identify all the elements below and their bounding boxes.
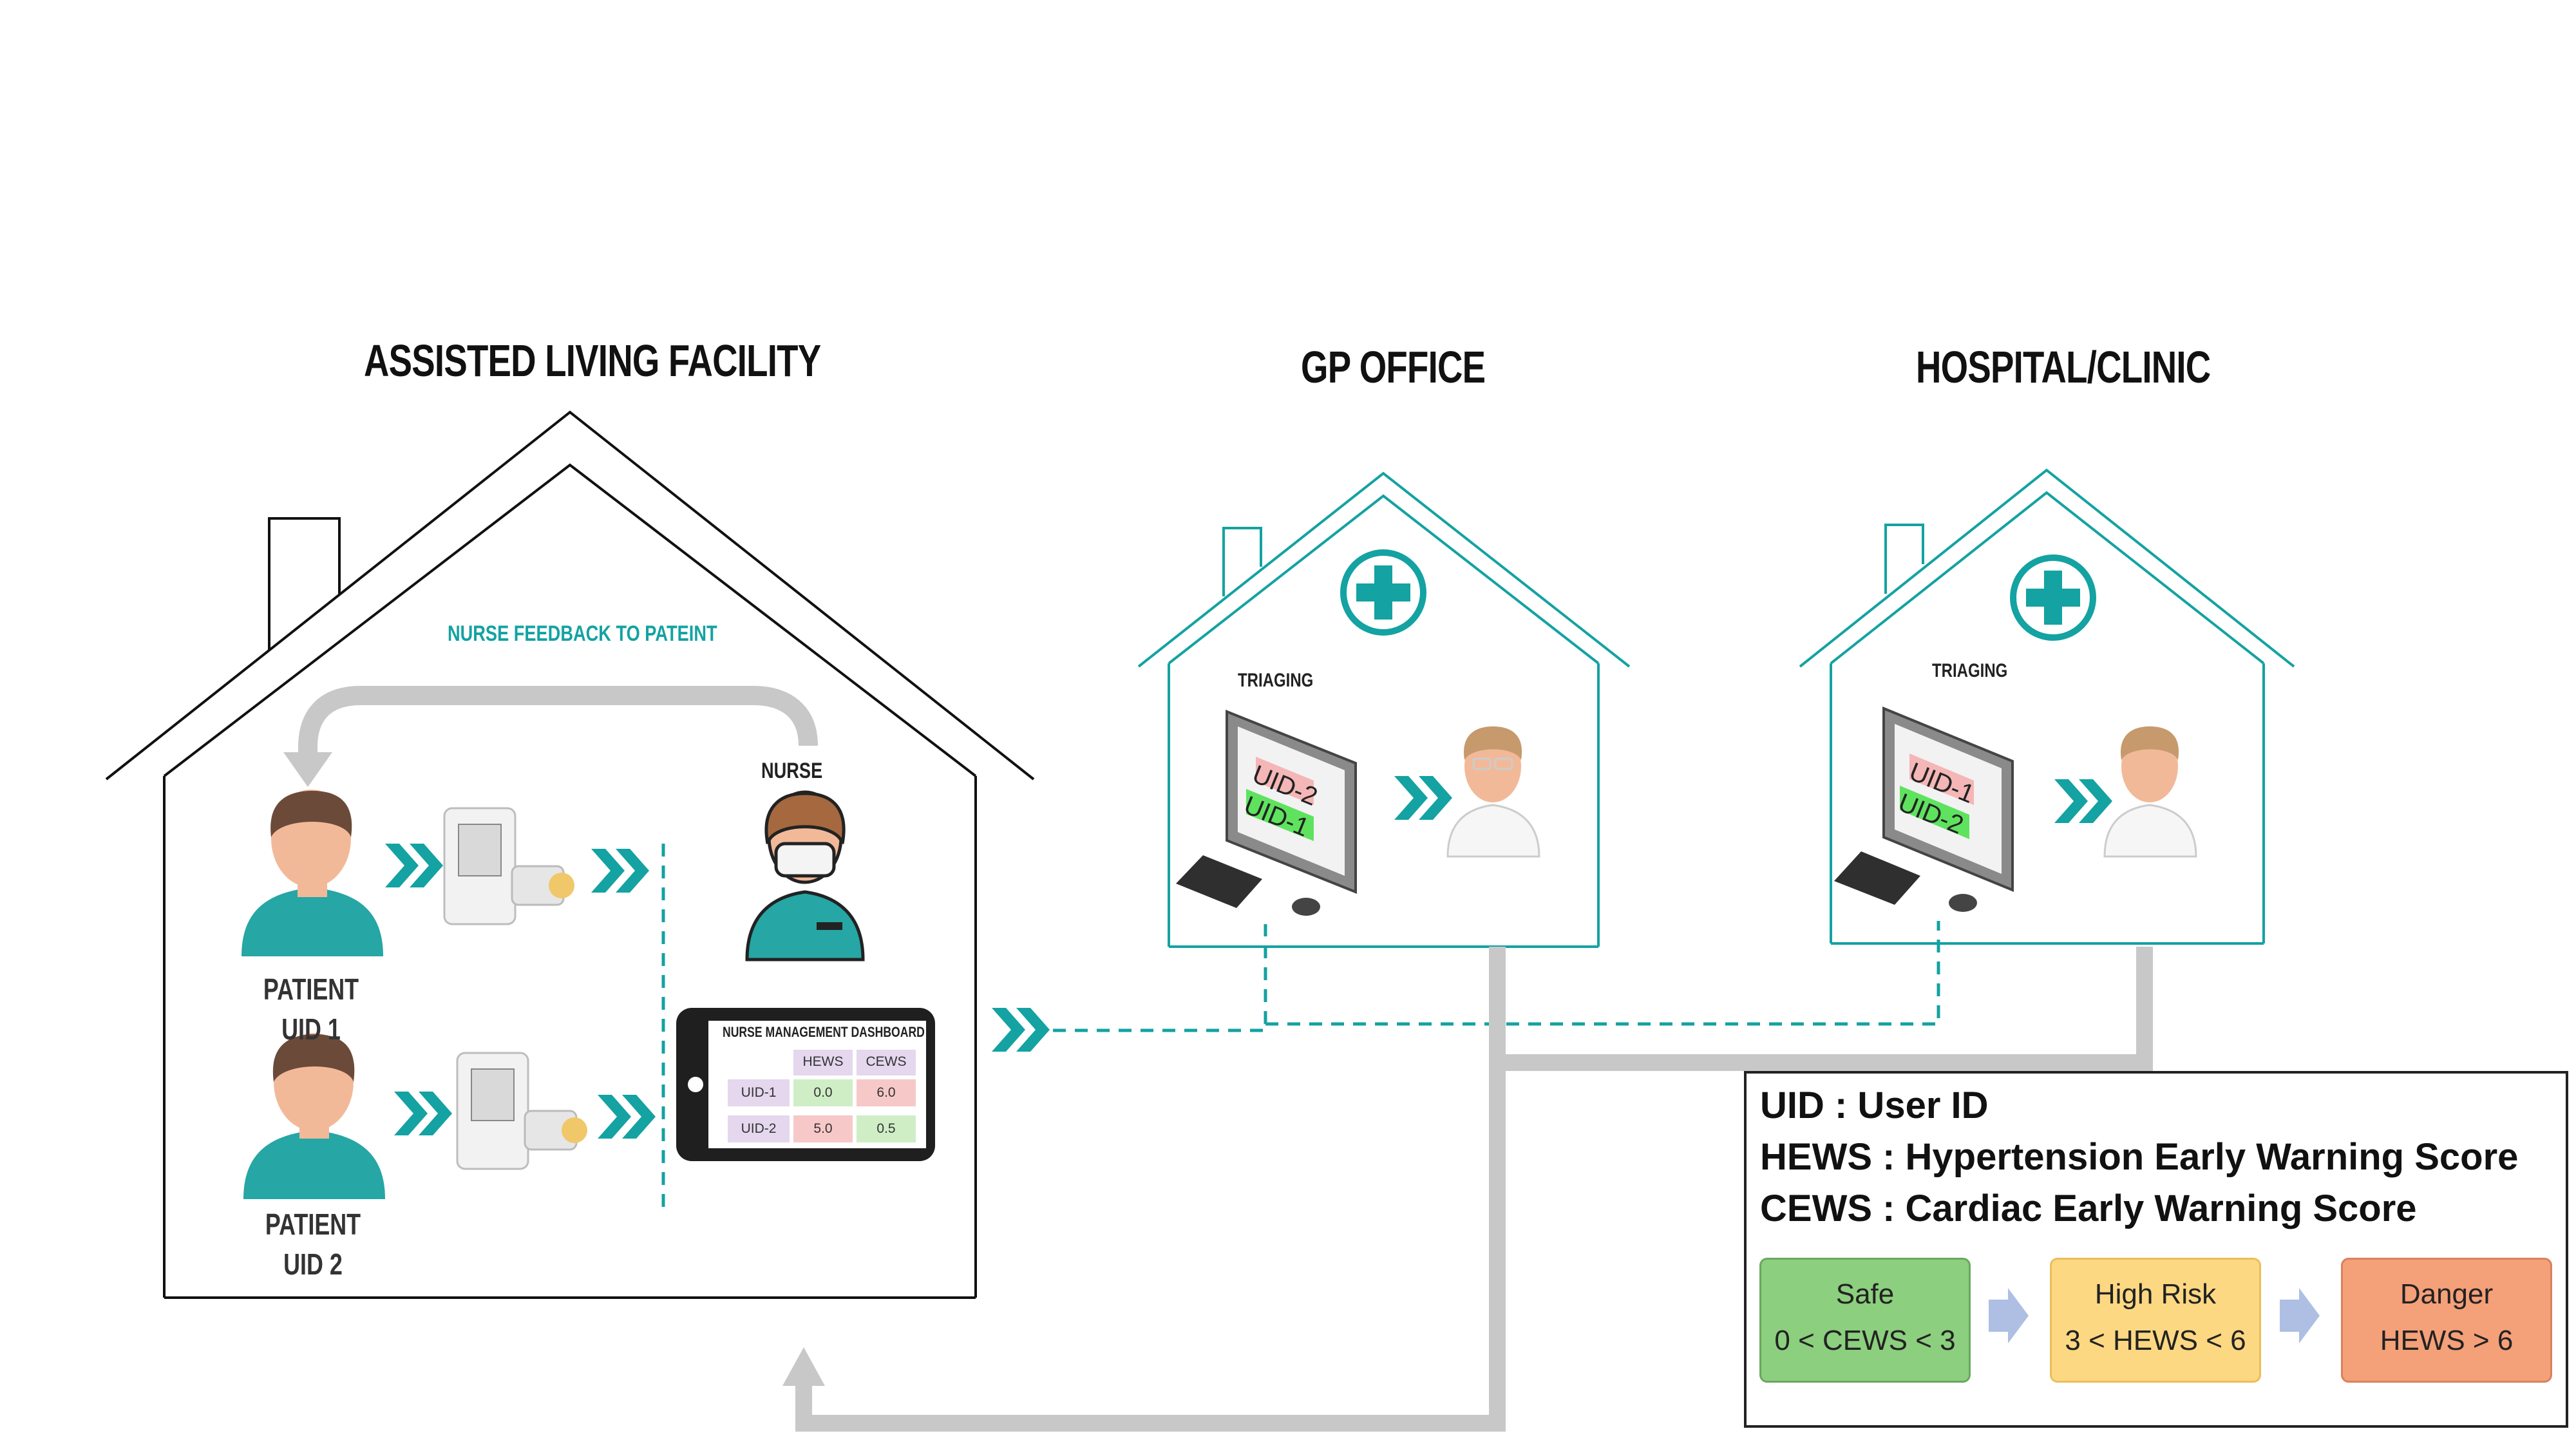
arrow-right-icon [2280, 1288, 2320, 1343]
hospital-house [1799, 468, 2295, 945]
gp-office-title: GP OFFICE [1301, 342, 1486, 392]
nurse-dashboard-tablet [676, 1008, 935, 1161]
feedback-arrow [283, 686, 818, 787]
hospital-triage-computer [1834, 706, 2014, 912]
dashboard-title: NURSE MANAGEMENT DASHBOARD [723, 1024, 925, 1040]
patient1-label: PATIENT UID 1 [256, 969, 366, 1049]
patient1-line1: PATIENT [263, 972, 359, 1006]
legend-line-cews: CEWS : Cardiac Early Warning Score [1760, 1188, 2417, 1229]
chevron-icon [385, 844, 443, 887]
legend-line-uid: UID : User ID [1760, 1084, 1989, 1126]
chevron-icon [1394, 776, 1452, 820]
feedback-label: NURSE FEEDBACK TO PATEINT [448, 621, 717, 646]
dashboard-row2-cews: 0.5 [876, 1121, 896, 1136]
dashboard-col-cews: CEWS [866, 1054, 907, 1069]
patient2-avatar [243, 1033, 385, 1199]
chevron-icon [992, 1008, 1050, 1052]
chevron-icon [591, 849, 649, 893]
gp-triage-computer [1176, 710, 1357, 916]
bp-monitor-2 [456, 1052, 587, 1170]
patient2-label: PATIENT UID 2 [258, 1204, 368, 1284]
dashboard-row1-cews: 6.0 [876, 1085, 896, 1100]
bp-monitor-1 [443, 807, 574, 925]
facility-house [105, 410, 1035, 1299]
danger-level-rule: HEWS > 6 [2380, 1325, 2514, 1356]
gp-office-house [1137, 471, 1631, 948]
arrow-right-icon [1989, 1288, 2029, 1343]
high-risk-level-rule: 3 < HEWS < 6 [2065, 1325, 2246, 1356]
dashboard-row2-uid: UID-2 [741, 1121, 777, 1136]
safe-level-name: Safe [1835, 1278, 1895, 1310]
hospital-triaging-label: TRIAGING [1932, 660, 2008, 681]
danger-level-box: Danger HEWS > 6 [2341, 1258, 2552, 1383]
facility-title: ASSISTED LIVING FACILITY [364, 336, 821, 386]
chevron-icon [394, 1092, 452, 1135]
nurse-avatar [745, 790, 865, 961]
legend-line-hews: HEWS : Hypertension Early Warning Score [1760, 1136, 2519, 1178]
return-arrow [782, 947, 2153, 1432]
nurse-label: NURSE [761, 759, 823, 783]
danger-level-name: Danger [2400, 1278, 2494, 1310]
dashboard-row1-hews: 0.0 [813, 1085, 833, 1100]
patient1-avatar [242, 790, 383, 956]
gp-doctor-avatar [1446, 726, 1540, 858]
dashboard-row2-hews: 5.0 [813, 1121, 833, 1136]
chevron-icon [598, 1095, 656, 1139]
hospital-title: HOSPITAL/CLINIC [1916, 342, 2211, 392]
safe-level-box: Safe 0 < CEWS < 3 [1759, 1258, 1971, 1383]
patient2-line2: UID 2 [283, 1247, 343, 1281]
gp-triaging-label: TRIAGING [1238, 670, 1314, 691]
high-risk-level-box: High Risk 3 < HEWS < 6 [2050, 1258, 2261, 1383]
patient1-line2: UID 1 [281, 1012, 341, 1046]
dashboard-col-hews: HEWS [802, 1054, 844, 1069]
safe-level-rule: 0 < CEWS < 3 [1774, 1325, 1956, 1356]
high-risk-level-name: High Risk [2094, 1278, 2217, 1310]
patient2-line1: PATIENT [265, 1208, 361, 1241]
hospital-doctor-avatar [2103, 726, 2197, 858]
chevron-icon [2054, 779, 2112, 823]
dashboard-row1-uid: UID-1 [741, 1085, 777, 1100]
